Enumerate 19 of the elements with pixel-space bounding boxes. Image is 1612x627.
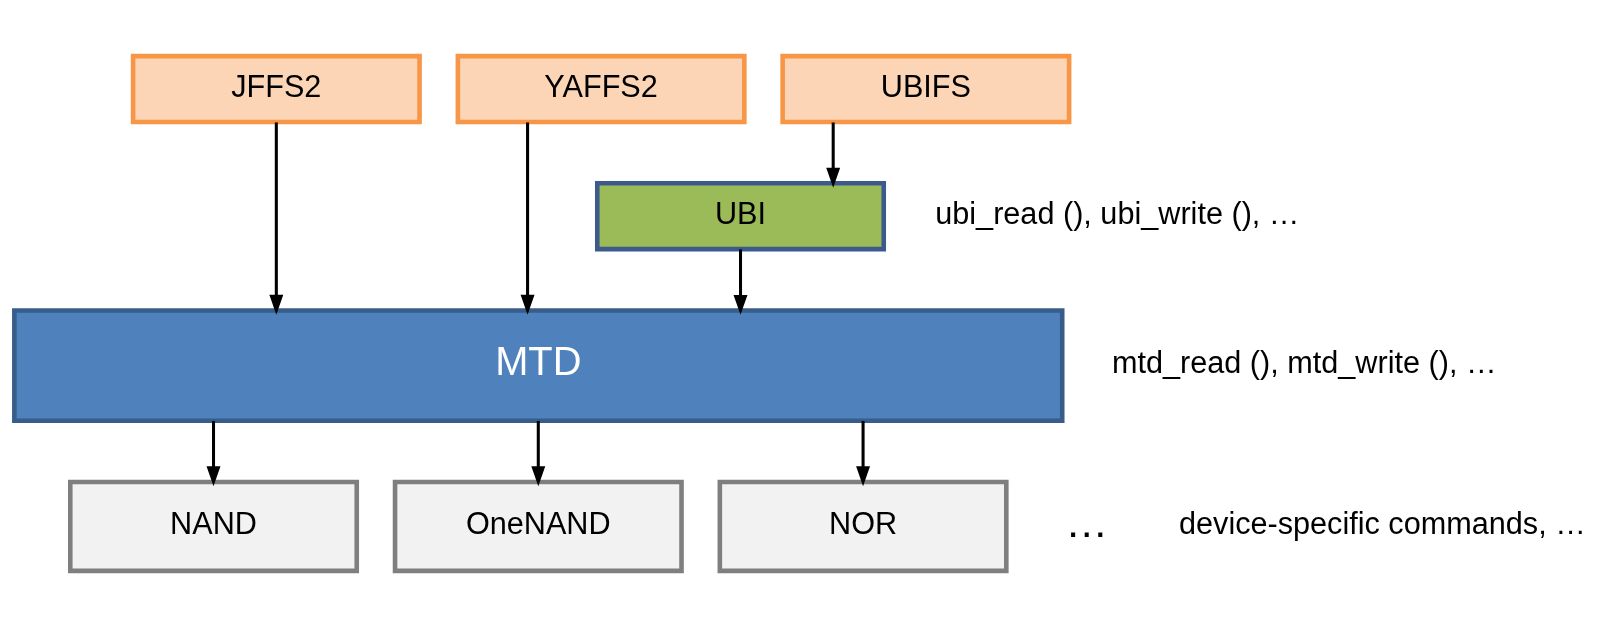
arrow [206,420,221,487]
node-box: UBIFS [780,53,1072,125]
node-box: NOR [717,479,1009,574]
node-box: UBI [594,181,887,252]
node-box: MTD [12,308,1065,424]
label: device-specific commands, … [1179,506,1586,541]
arrow [520,122,535,315]
node-box: OneNAND [392,479,684,574]
arrow [856,420,871,487]
arrow [531,420,546,487]
arrow [733,249,748,315]
label: … [1065,498,1109,547]
node-box: JFFS2 [130,53,422,125]
label: ubi_read (), ubi_write (), … [935,195,1300,230]
arrow [826,122,841,188]
label: mtd_read (), mtd_write (), … [1111,345,1497,380]
node-box: NAND [67,479,360,574]
arrow [269,122,284,315]
node-box: YAFFS2 [455,53,747,125]
